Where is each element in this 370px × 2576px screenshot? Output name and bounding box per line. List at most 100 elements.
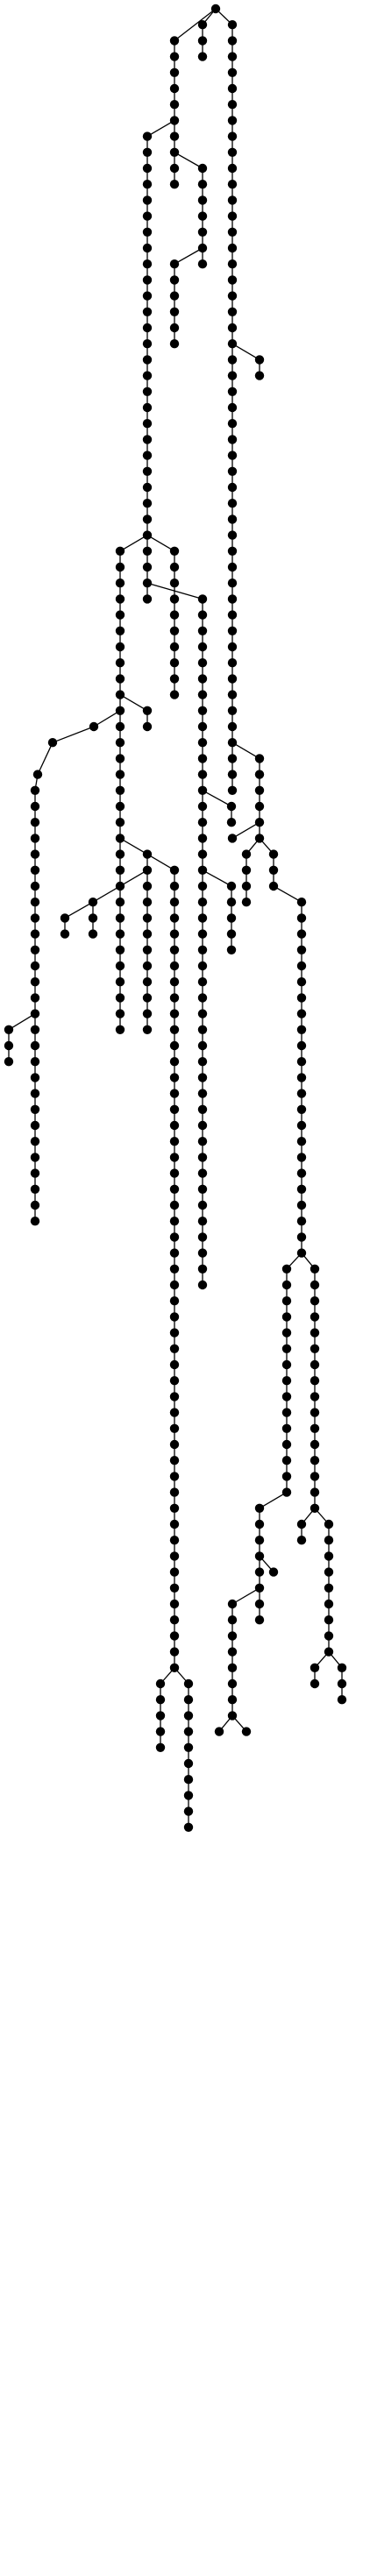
tree-node — [296, 1073, 307, 1082]
tree-node — [310, 1359, 320, 1370]
tree-node — [227, 52, 238, 61]
tree-node — [296, 961, 307, 971]
tree-node — [169, 578, 180, 588]
tree-node — [169, 1120, 180, 1131]
tree-node — [169, 1073, 180, 1082]
tree-node — [310, 1376, 320, 1386]
tree-node — [227, 658, 238, 668]
tree-node — [296, 1232, 307, 1242]
tree-node — [197, 1025, 208, 1035]
tree-node — [142, 211, 153, 221]
tree-node — [169, 1551, 180, 1561]
tree-node — [30, 993, 40, 1003]
tree-node — [142, 307, 153, 316]
tree-node — [197, 1264, 208, 1274]
tree-node — [169, 913, 180, 923]
tree-node — [268, 881, 279, 891]
tree-node — [169, 897, 180, 907]
tree-node — [4, 1025, 14, 1035]
tree-node — [142, 451, 153, 460]
tree-node — [115, 897, 125, 907]
tree-node — [324, 1551, 334, 1561]
tree-node — [296, 1009, 307, 1018]
tree-node — [254, 371, 265, 380]
tree-node — [254, 1503, 265, 1514]
tree-node — [155, 1742, 166, 1753]
tree-edge — [119, 837, 148, 855]
tree-node — [30, 977, 40, 987]
tree-node — [142, 1009, 153, 1018]
tree-node — [281, 1280, 292, 1290]
tree-edge — [174, 8, 217, 41]
tree-node — [115, 754, 125, 763]
tree-node — [254, 1519, 265, 1529]
tree-node — [197, 1137, 208, 1146]
tree-node — [30, 1217, 40, 1226]
tree-node — [169, 1376, 180, 1386]
tree-node — [227, 785, 238, 795]
tree-node — [197, 865, 208, 875]
tree-node — [142, 514, 153, 524]
tree-node — [310, 1296, 320, 1306]
tree-node — [142, 147, 153, 157]
tree-node — [281, 1296, 292, 1306]
tree-edge — [146, 119, 175, 138]
tree-node — [310, 1472, 320, 1481]
tree-node — [169, 546, 180, 556]
tree-node — [169, 1344, 180, 1354]
tree-node — [227, 721, 238, 732]
tree-node — [227, 371, 238, 380]
tree-node — [169, 626, 180, 635]
tree-node — [337, 1678, 347, 1689]
tree-node — [115, 674, 125, 684]
tree-node — [142, 945, 153, 955]
tree-node — [254, 1536, 265, 1545]
tree-node — [169, 1408, 180, 1417]
tree-node — [197, 626, 208, 635]
tree-node — [254, 754, 265, 763]
tree-node — [155, 1678, 166, 1689]
tree-node — [227, 674, 238, 684]
tree-node — [310, 1678, 320, 1689]
tree-node — [227, 466, 238, 476]
tree-node — [296, 1120, 307, 1131]
tree-node — [281, 1487, 292, 1497]
tree-node — [115, 977, 125, 987]
tree-node — [169, 1168, 180, 1178]
tree-node — [197, 20, 208, 30]
tree-node — [227, 1711, 238, 1721]
tree-node — [183, 1711, 194, 1721]
tree-node — [197, 1184, 208, 1195]
tree-node — [296, 1217, 307, 1226]
tree-node — [115, 834, 125, 843]
tree-node — [197, 961, 208, 971]
tree-node — [115, 818, 125, 827]
tree-node — [227, 1663, 238, 1673]
tree-edge — [273, 885, 302, 903]
tree-node — [197, 945, 208, 955]
tree-node — [227, 690, 238, 699]
tree-node — [142, 163, 153, 174]
tree-node — [142, 562, 153, 572]
tree-node — [227, 83, 238, 94]
tree-node — [142, 435, 153, 444]
tree-edge — [231, 1587, 260, 1605]
tree-node — [281, 1423, 292, 1434]
tree-node — [115, 706, 125, 715]
tree-node — [227, 419, 238, 429]
tree-node — [227, 530, 238, 540]
tree-node — [197, 163, 208, 174]
tree-node — [197, 785, 208, 795]
tree-node — [169, 1503, 180, 1514]
tree-node — [227, 307, 238, 316]
tree-node — [227, 435, 238, 444]
tree-node — [169, 131, 180, 141]
tree-node — [227, 482, 238, 493]
tree-node — [115, 929, 125, 939]
tree-node — [227, 339, 238, 349]
tree-node — [169, 275, 180, 285]
tree-node — [115, 1025, 125, 1035]
tree-node — [142, 482, 153, 493]
tree-edge — [259, 1492, 288, 1509]
